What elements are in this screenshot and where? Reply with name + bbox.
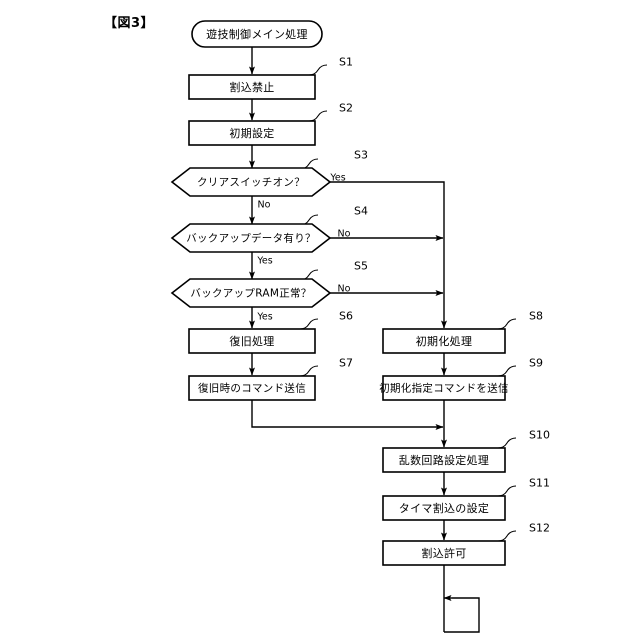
leader-s8 (497, 318, 517, 330)
step-label-s8: S8 (529, 309, 543, 323)
node-s4-shape (170, 223, 332, 253)
step-label-s4: S4 (354, 204, 368, 218)
node-s3-shape (170, 167, 332, 197)
leader-s9 (497, 365, 517, 377)
edge-main-loop (444, 597, 480, 633)
step-label-s6: S6 (339, 309, 353, 323)
figure-label: 【図3】 (104, 16, 155, 31)
edge-label-s4-no: No (337, 228, 351, 240)
step-label-s1: S1 (339, 55, 353, 69)
leader-s1 (308, 64, 328, 76)
node-s2-shape (188, 120, 316, 146)
node-s8-shape (382, 328, 506, 354)
node-s11-shape (382, 495, 506, 521)
leader-s2 (308, 110, 328, 122)
node-s1-shape (188, 74, 316, 100)
step-label-s5: S5 (354, 259, 368, 273)
node-start-shape (191, 20, 323, 48)
leader-s6 (299, 318, 319, 330)
step-label-s3: S3 (354, 148, 368, 162)
node-s6-shape (188, 328, 316, 354)
edge-label-s5-yes: Yes (257, 311, 273, 323)
edge-s3-yes-to-s8 (330, 181, 447, 329)
connector-group (249, 47, 480, 633)
node-s9-shape (382, 375, 506, 401)
step-label-s12: S12 (529, 521, 550, 535)
node-s5-shape (170, 278, 332, 308)
edge-label-s3-yes: Yes (330, 172, 346, 184)
edge-s7-to-merge (251, 400, 444, 430)
node-shape-group (170, 20, 506, 566)
node-s7-shape (188, 375, 316, 401)
step-label-s7: S7 (339, 356, 353, 370)
edge-label-s4-yes: Yes (257, 255, 273, 267)
leader-s12 (497, 530, 517, 542)
node-s12-shape (382, 540, 506, 566)
step-label-s9: S9 (529, 356, 543, 370)
step-label-s11: S11 (529, 476, 550, 490)
edge-label-s3-no: No (257, 199, 271, 211)
step-label-s2: S2 (339, 101, 353, 115)
leader-s7 (299, 365, 319, 377)
edge-label-s5-no: No (337, 283, 351, 295)
node-s10-shape (382, 447, 506, 473)
step-label-s10: S10 (529, 428, 550, 442)
leader-s10 (497, 437, 517, 449)
leader-s11 (497, 485, 517, 497)
